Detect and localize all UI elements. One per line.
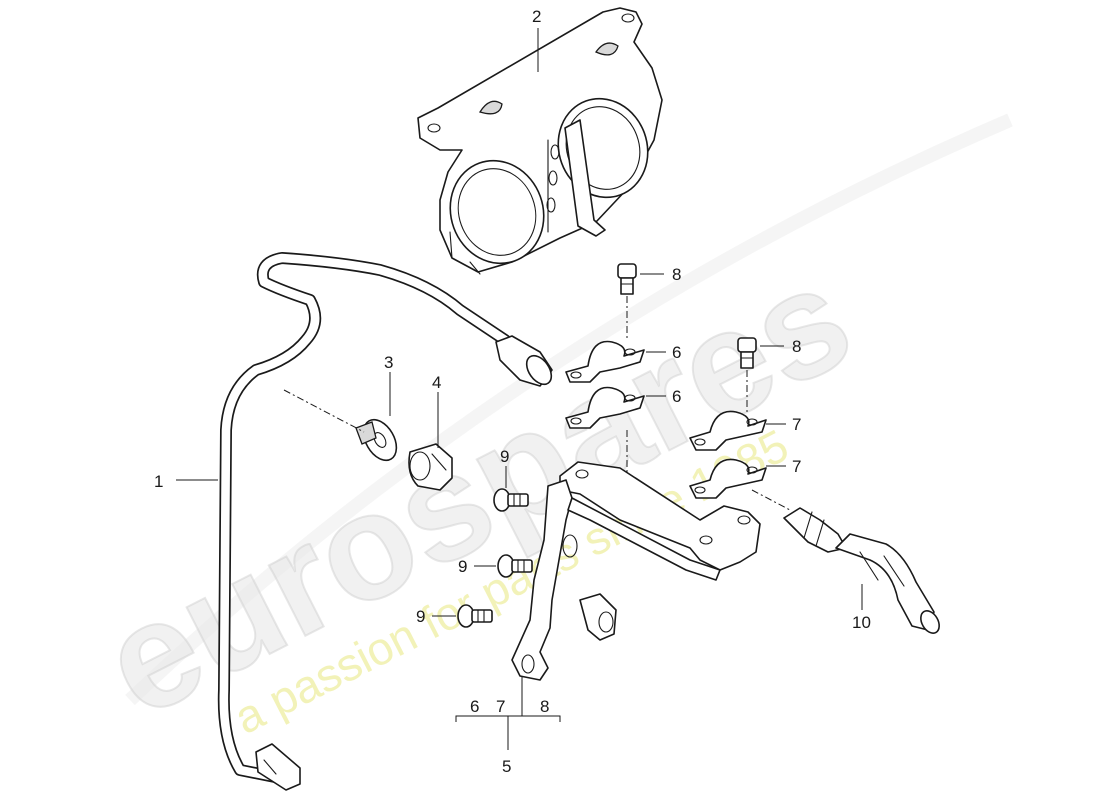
bolt-part-9c: 9 bbox=[416, 604, 493, 628]
callout-9c: 9 bbox=[416, 607, 425, 626]
callout-9a: 9 bbox=[500, 447, 509, 466]
callout-3: 3 bbox=[384, 353, 393, 372]
callout-4: 4 bbox=[432, 373, 441, 392]
pipe-part: 1 bbox=[154, 252, 553, 791]
plug-part: 3 bbox=[283, 353, 398, 462]
bracket-part bbox=[511, 461, 761, 681]
bolt-part-9b: 9 bbox=[458, 554, 533, 578]
callout-2: 2 bbox=[532, 7, 541, 26]
callout-7b: 7 bbox=[792, 457, 801, 476]
bolt-part-9a: 9 bbox=[493, 447, 529, 512]
callout-8a: 8 bbox=[672, 265, 681, 284]
hose-part: 10 bbox=[783, 507, 940, 634]
clamp-part-7a: 7 bbox=[689, 410, 801, 451]
screw-part-upper: 8 bbox=[617, 263, 681, 340]
group-item-8: 8 bbox=[540, 697, 549, 716]
callout-9b: 9 bbox=[458, 557, 467, 576]
group-item-7: 7 bbox=[496, 697, 505, 716]
callout-8b: 8 bbox=[792, 337, 801, 356]
callout-7a: 7 bbox=[792, 415, 801, 434]
assembly-group-5: 6 7 8 5 bbox=[455, 676, 561, 776]
clamp-part-6b: 6 bbox=[565, 386, 681, 478]
hose-clamp-part: 4 bbox=[408, 373, 453, 491]
callout-6b: 6 bbox=[672, 387, 681, 406]
group-item-6: 6 bbox=[470, 697, 479, 716]
callout-5: 5 bbox=[502, 757, 511, 776]
callout-10: 10 bbox=[852, 613, 871, 632]
callout-6a: 6 bbox=[672, 343, 681, 362]
watermark-brand: eurospares bbox=[78, 232, 875, 749]
callout-1: 1 bbox=[154, 472, 163, 491]
clamp-part-7b: 7 bbox=[689, 457, 801, 511]
screw-part-right: 8 bbox=[737, 337, 801, 412]
clamp-part-6a: 6 bbox=[565, 340, 681, 383]
heat-shield-part: 2 bbox=[417, 7, 663, 275]
